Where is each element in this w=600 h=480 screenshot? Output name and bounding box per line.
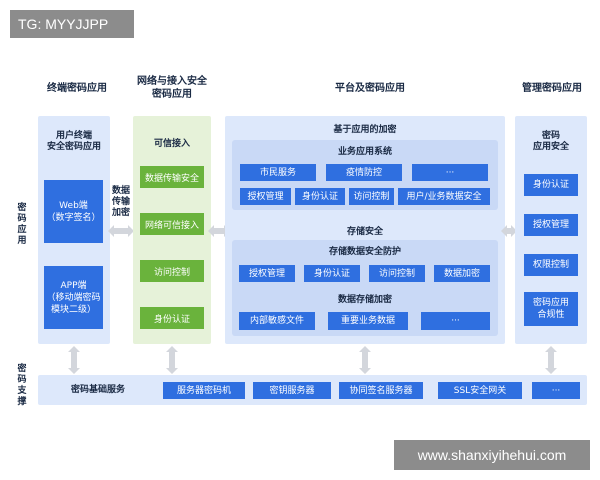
column-title-network: 网络与接入安全 密码应用 [137, 76, 207, 100]
storage-encryption-title: 数据存储加密 [337, 295, 392, 305]
biz-item-citizen-service: 市民服务 [240, 164, 316, 181]
support-item-ssl-gateway: SSL安全网关 [438, 382, 522, 399]
biz-item-identity-auth: 身份认证 [295, 188, 345, 205]
support-item-server-crypto: 服务器密码机 [163, 382, 245, 399]
storage-security-title: 存储安全 [346, 227, 383, 237]
network-item-access-control: 访问控制 [140, 260, 204, 282]
mgmt-item-identity-auth: 身份认证 [524, 174, 578, 196]
column-title-management: 管理密码应用 [522, 83, 582, 94]
storage-item-more: ··· [421, 312, 490, 330]
mgmt-item-auth-management: 授权管理 [524, 214, 578, 236]
network-item-data-transfer: 数据传输安全 [140, 166, 204, 188]
app-based-encryption-title: 基于应用的加密 [333, 125, 397, 135]
web-client-box: Web端 （数字签名） [44, 180, 103, 243]
double-arrow-icon [501, 225, 517, 237]
vertical-double-arrow-icon [166, 346, 178, 374]
column-title-terminal: 终端密码应用 [47, 83, 107, 94]
support-item-key-server: 密钥服务器 [253, 382, 331, 399]
storage-item-sensitive-files: 内部敏感文件 [239, 312, 315, 330]
storage-item-business-data: 重要业务数据 [328, 312, 408, 330]
column-title-platform: 平台及密码应用 [335, 83, 405, 94]
network-item-identity-auth: 身份认证 [140, 307, 204, 329]
support-title: 密码基础服务 [70, 385, 125, 395]
biz-item-more: ··· [412, 164, 488, 181]
double-arrow-icon [208, 225, 230, 237]
storage-protection-title: 存储数据安全防护 [328, 247, 401, 257]
side-label-crypto-app: 密码应用 [17, 203, 27, 246]
network-item-trusted-access: 网络可信接入 [140, 213, 204, 235]
vertical-double-arrow-icon [545, 346, 557, 374]
storage-item-access-control: 访问控制 [369, 265, 425, 282]
watermark-bottom-right: www.shanxiyihehui.com [394, 440, 590, 470]
storage-item-auth-management: 授权管理 [239, 265, 295, 282]
biz-item-auth-management: 授权管理 [240, 188, 291, 205]
mgmt-item-permission-control: 权限控制 [524, 254, 578, 276]
storage-item-data-encryption: 数据加密 [434, 265, 490, 282]
app-client-box: APP端 （移动端密码 模块二级） [44, 266, 103, 329]
double-arrow-icon [108, 225, 134, 237]
business-system-title: 业务应用系统 [337, 147, 392, 157]
trusted-access-title: 可信接入 [153, 139, 190, 149]
biz-item-epidemic-control: 疫情防控 [326, 164, 402, 181]
data-transfer-encryption-label: 数据 传输 加密 [111, 186, 130, 218]
support-item-more: ··· [532, 382, 580, 399]
watermark-top-left: TG: MYYJJPP [10, 10, 134, 38]
mgmt-item-compliance: 密码应用 合规性 [524, 292, 578, 326]
storage-item-identity-auth: 身份认证 [304, 265, 360, 282]
management-title: 密码 应用安全 [532, 131, 569, 152]
biz-item-data-security: 用户/业务数据安全 [398, 188, 490, 205]
vertical-double-arrow-icon [359, 346, 371, 374]
vertical-double-arrow-icon [68, 346, 80, 374]
side-label-crypto-support: 密码支撑 [17, 364, 27, 407]
terminal-title: 用户终端 安全密码应用 [46, 131, 101, 152]
biz-item-access-control: 访问控制 [349, 188, 394, 205]
support-item-co-sign-server: 协同签名服务器 [339, 382, 423, 399]
